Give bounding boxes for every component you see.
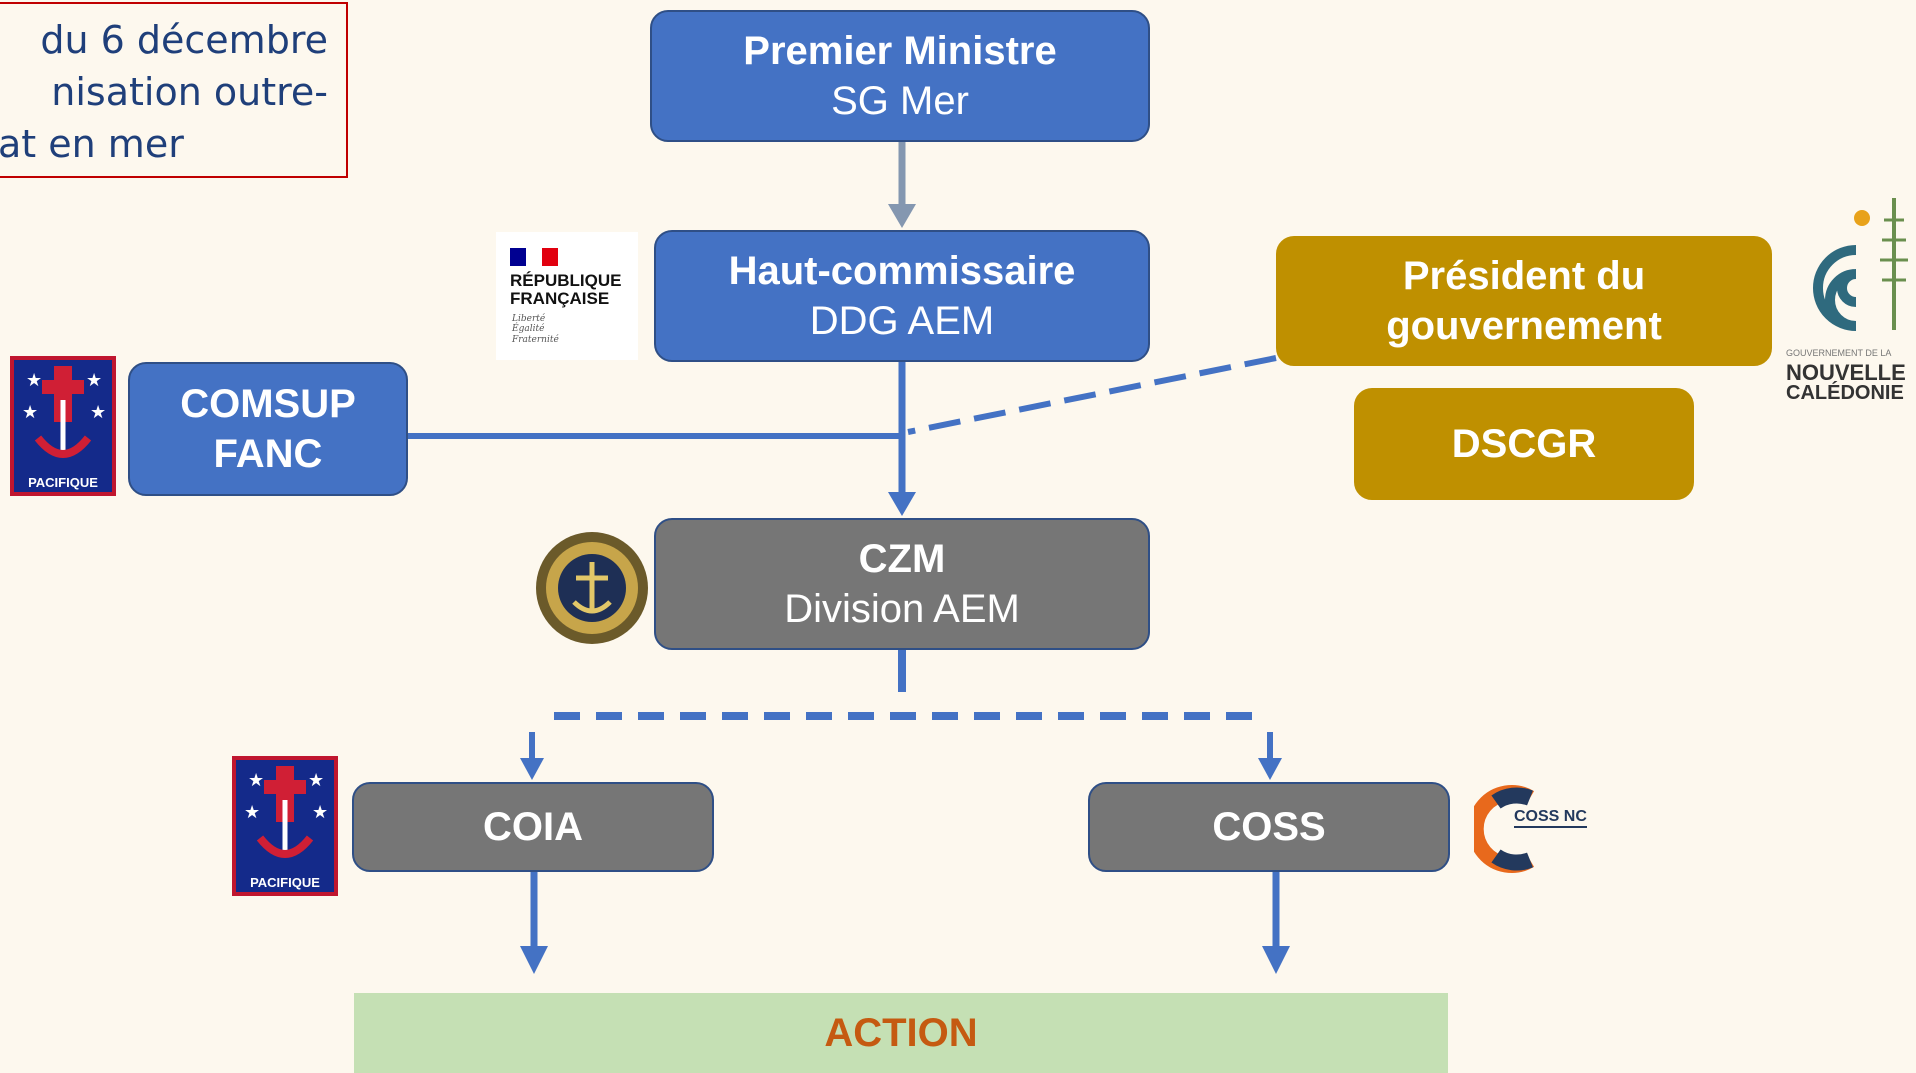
svg-text:★: ★ — [86, 370, 102, 391]
node-title: DSCGR — [1451, 422, 1597, 466]
arrowhead-to-coia — [520, 758, 544, 780]
node-haut-commissaire: Haut-commissaire DDG AEM — [654, 230, 1150, 362]
node-president-gouvernement: Président du gouvernement — [1276, 236, 1772, 366]
arrowhead-coia-to-action — [520, 946, 548, 974]
note-line-2: nisation outre- — [51, 70, 328, 114]
node-title: COIA — [483, 805, 583, 849]
coss-nc-logo: COSS NC — [1467, 784, 1604, 874]
pacifique-label: PACIFIQUE — [250, 875, 320, 890]
republique-francaise-logo: RÉPUBLIQUE FRANÇAISE Liberté Égalité Fra… — [496, 232, 638, 360]
node-title-2: gouvernement — [1386, 304, 1662, 348]
node-comsup-fanc: COMSUP FANC — [128, 362, 408, 496]
arrowhead-coss-to-action — [1262, 946, 1290, 974]
rf-logo-motto: Liberté Égalité Fraternité — [512, 314, 559, 345]
tricolor-flag-icon — [510, 248, 558, 266]
nautilus-pine-icon — [1813, 198, 1908, 331]
node-title-2: FANC — [213, 432, 323, 476]
pacifique-emblem-logo: ★ ★ ★ ★ PACIFIQUE — [10, 356, 116, 496]
reference-note: du 6 décembre nisation outre- at en mer — [0, 2, 348, 178]
node-title: CZM — [858, 537, 946, 581]
node-coss: COSS — [1088, 782, 1450, 872]
nc-logo-line2: CALÉDONIE — [1786, 382, 1904, 404]
anchor-cross-icon: ★ ★ ★ ★ — [22, 366, 106, 458]
note-line-3: at en mer — [0, 122, 184, 166]
svg-text:★: ★ — [22, 402, 38, 423]
czm-seal-logo — [530, 528, 654, 648]
pacifique-label: PACIFIQUE — [28, 475, 98, 490]
motto-3: Fraternité — [512, 334, 559, 345]
node-coia: COIA — [352, 782, 714, 872]
note-line-1: du 6 décembre — [40, 18, 328, 62]
svg-text:★: ★ — [308, 770, 324, 791]
node-subtitle: DDG AEM — [809, 299, 995, 343]
node-title: Premier Ministre — [743, 29, 1057, 73]
pacifique-emblem-logo-coia: ★ ★ ★ ★ PACIFIQUE — [232, 756, 338, 896]
svg-text:★: ★ — [244, 802, 260, 823]
arrowhead-premier-to-haut — [888, 204, 916, 228]
node-title: COMSUP — [180, 382, 356, 426]
node-title: COSS — [1212, 805, 1326, 849]
node-title: Président du — [1402, 254, 1646, 298]
node-dscgr: DSCGR — [1354, 388, 1694, 500]
node-subtitle: SG Mer — [831, 79, 969, 123]
node-czm: CZM Division AEM — [654, 518, 1150, 650]
rf-logo-line1: RÉPUBLIQUE — [510, 271, 622, 290]
nc-logo-line1: NOUVELLE — [1786, 360, 1906, 385]
motto-1: Liberté — [512, 314, 546, 324]
rf-logo-text: RÉPUBLIQUE FRANÇAISE — [510, 272, 621, 308]
nc-logo-line0: GOUVERNEMENT DE LA — [1786, 348, 1892, 358]
arrowhead-to-coss — [1258, 758, 1282, 780]
arrowhead-haut-to-czm — [888, 492, 916, 516]
nouvelle-caledonie-logo: GOUVERNEMENT DE LA NOUVELLE CALÉDONIE — [1776, 190, 1916, 420]
motto-2: Égalité — [512, 324, 545, 335]
node-premier-ministre: Premier Ministre SG Mer — [650, 10, 1150, 142]
anchor-cross-icon: ★ ★ ★ ★ — [244, 766, 328, 858]
node-subtitle: Division AEM — [784, 587, 1020, 631]
node-action: ACTION — [354, 993, 1448, 1073]
svg-text:★: ★ — [90, 402, 106, 423]
action-title: ACTION — [824, 1011, 978, 1055]
link-president-dashed — [907, 355, 1277, 435]
svg-text:★: ★ — [26, 370, 42, 391]
svg-text:★: ★ — [312, 802, 328, 823]
coss-nc-label: COSS NC — [1514, 808, 1587, 828]
node-title: Haut-commissaire — [728, 249, 1076, 293]
svg-text:★: ★ — [248, 770, 264, 791]
lifebuoy-icon — [1467, 785, 1535, 873]
seal-icon — [536, 532, 648, 644]
rf-logo-line2: FRANÇAISE — [510, 288, 610, 308]
